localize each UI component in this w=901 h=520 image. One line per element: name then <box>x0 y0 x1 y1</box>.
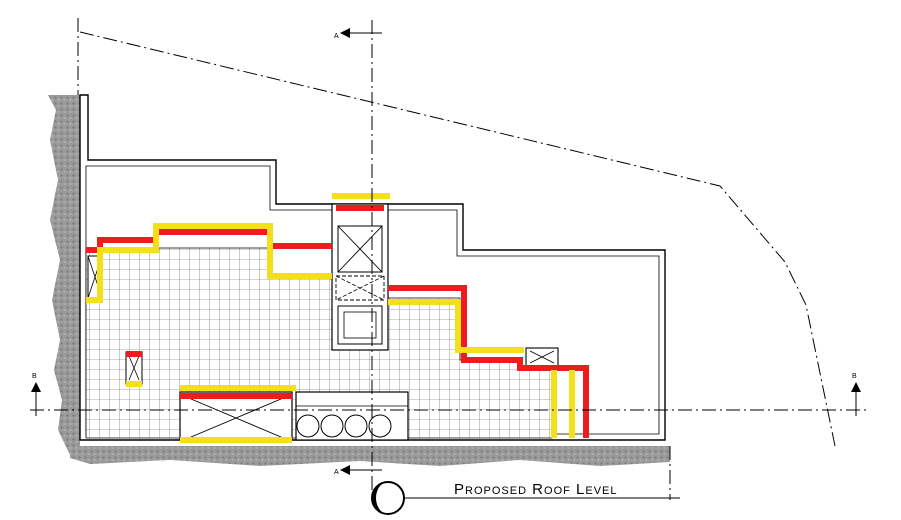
central-core <box>331 203 389 351</box>
site-boundary <box>77 18 836 500</box>
section-marker-a-top: A <box>334 28 382 40</box>
left-boundary-hatch <box>48 95 80 455</box>
svg-text:A: A <box>334 469 339 476</box>
roof-void-left <box>179 391 293 441</box>
section-marker-b-left: B <box>31 373 41 416</box>
north-symbol-fill <box>372 482 388 514</box>
bottom-ground-hatch <box>70 446 670 466</box>
section-marker-a-bottom: A <box>334 465 382 476</box>
vent-right <box>525 347 559 367</box>
yellow-existing-outline <box>86 193 575 443</box>
drawing-title-block: Proposed Roof Level <box>371 481 680 515</box>
roof-outline <box>79 94 666 441</box>
section-marker-b-right: B <box>851 373 861 416</box>
svg-text:B: B <box>32 373 37 380</box>
drawing-title: Proposed Roof Level <box>454 481 618 498</box>
svg-text:B: B <box>852 373 857 380</box>
water-tanks <box>295 391 409 441</box>
svg-text:A: A <box>334 33 339 40</box>
